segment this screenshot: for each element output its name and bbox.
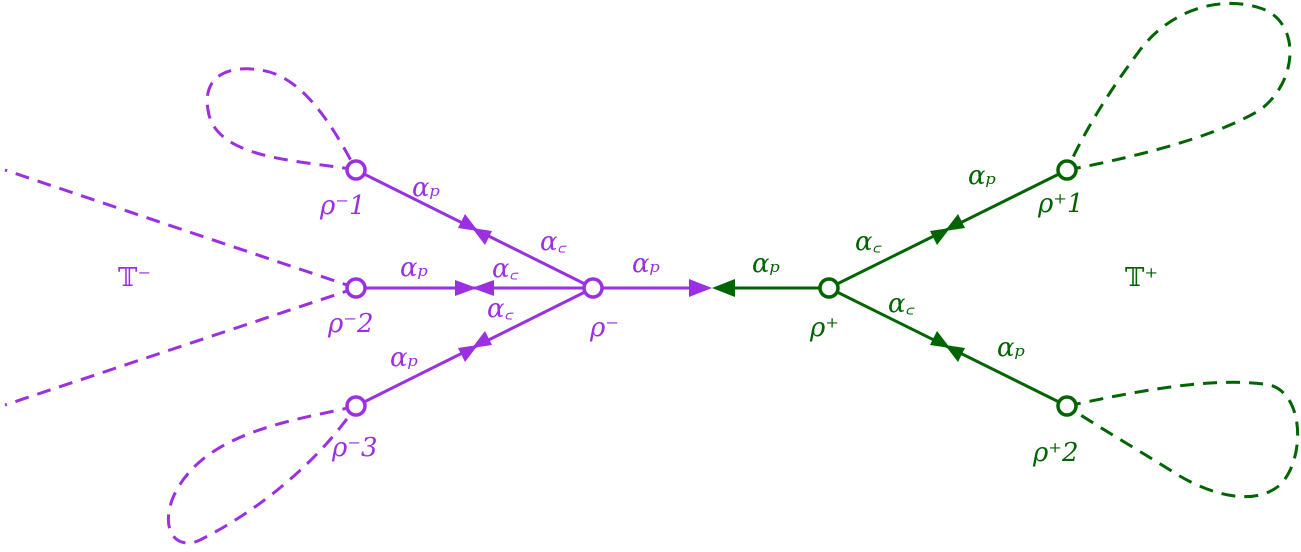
edge-label-ap-2: αₚ [400,253,428,283]
arrow-c-edge-plus-2 [930,331,950,348]
edge-label-ac-1: α꜀ [540,227,568,257]
loop-rho-minus-3 [166,404,358,545]
label-t-minus: 𝕋⁻ [118,263,151,293]
arrow-c-edge-plus-1 [930,228,950,245]
node-rho-minus-2 [345,277,367,299]
node-rho-minus-1 [345,159,367,181]
arrow-p-edge-2 [455,280,477,296]
edge-label-ac-plus-2: α꜀ [888,289,916,319]
arrow-c-edge-3 [472,331,492,348]
label-rho-minus-1: ρ⁻1 [319,191,366,221]
arrow-p-edge-plus-1 [945,214,965,231]
edge-label-ap-3: αₚ [390,343,418,373]
edge-label-ap-plus-2: αₚ [997,333,1025,363]
edge-label-ap-1: αₚ [412,173,440,203]
loop-rho-minus-1 [205,67,358,172]
arrow-c-edge-2 [472,280,494,296]
node-rho-plus-1 [1056,159,1078,181]
node-rho-minus-3 [345,395,367,417]
edge-label-ap-bridge-plus: αₚ [752,249,780,279]
label-t-plus: 𝕋⁺ [1125,263,1158,293]
node-rho-minus [582,277,604,299]
edge-label-ap-bridge-minus: αₚ [632,249,660,279]
label-rho-minus: ρ⁻ [589,313,619,343]
arrow-bridge-plus [712,279,735,297]
node-rho-plus-2 [1056,395,1078,417]
tree-boundary-lower [4,286,357,407]
arrow-c-edge-1 [472,228,492,245]
tree-boundary-upper [4,168,357,290]
label-rho-plus-2: ρ⁺2 [1032,438,1079,468]
label-rho-plus-1: ρ⁺1 [1037,189,1084,219]
arrow-p-edge-plus-2 [945,345,965,362]
arrow-p-edge-1 [458,214,478,231]
label-rho-minus-2: ρ⁻2 [327,309,374,339]
label-rho-minus-3: ρ⁻3 [331,433,378,463]
node-rho-plus [818,277,840,299]
edge-label-ac-3: α꜀ [487,294,515,324]
edge-label-ac-plus-1: α꜀ [855,227,883,257]
arrow-p-edge-3 [458,345,478,362]
edge-label-ac-2: α꜀ [492,254,520,284]
label-rho-plus: ρ⁺ [809,313,839,343]
loop-rho-plus-1 [1065,1,1292,172]
edge-label-ap-plus-1: αₚ [968,161,996,191]
loop-rho-plus-2 [1066,380,1300,499]
arrow-bridge-minus [689,279,712,297]
